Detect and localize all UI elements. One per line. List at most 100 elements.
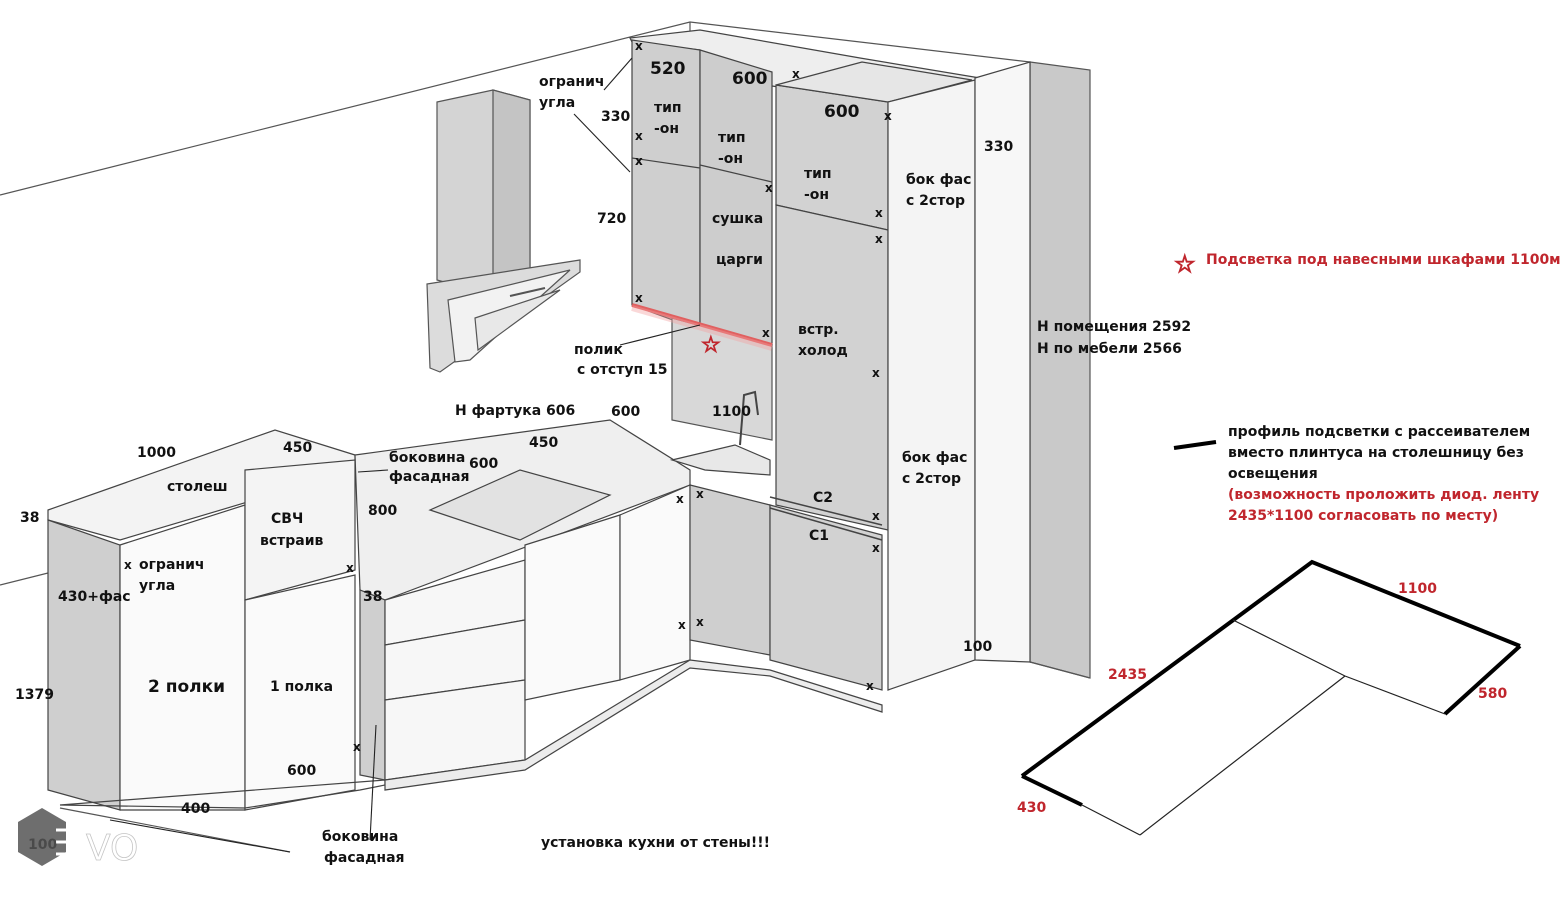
leader-lines <box>109 57 701 853</box>
x-mark: x <box>762 326 770 340</box>
x-mark: x <box>635 291 643 305</box>
x-mark: x <box>676 492 684 506</box>
countertop-and-base <box>47 390 883 811</box>
star-icon: ☆ <box>1174 250 1196 278</box>
label-ogranich-bot-1: огранич <box>139 557 205 573</box>
label-polik-2: с отступ 15 <box>577 362 667 378</box>
cabinet-labels: 520 600 600 330 330 720 тип -он тип -он … <box>15 59 1191 866</box>
backsplash <box>631 303 773 441</box>
label-bokovina-bot-2: фасадная <box>324 850 405 866</box>
label-polka1: 1 полка <box>270 679 333 695</box>
label-bokfas-bot-2: с 2стор <box>902 471 961 487</box>
x-mark: x <box>792 67 800 81</box>
label-d450-b: 450 <box>283 440 312 456</box>
plan-side-430: 430 <box>1017 800 1046 816</box>
label-bokfas-top-2: с 2стор <box>906 193 965 209</box>
label-d600-b: 600 <box>469 456 498 472</box>
label-d600-a: 600 <box>611 404 640 420</box>
label-bokovina-top-1: боковина <box>389 450 465 466</box>
label-svch-2: встраив <box>260 533 324 549</box>
label-w600-top: 600 <box>732 69 768 89</box>
star-icon: ☆ <box>701 333 721 358</box>
watermark-text: VO <box>86 828 138 869</box>
x-mark: x <box>696 487 704 501</box>
x-mark: x <box>635 154 643 168</box>
label-bokfas-top-1: бок фас <box>906 172 971 188</box>
label-d100-right: 100 <box>963 639 992 655</box>
label-h720: 720 <box>597 211 626 227</box>
label-polik-1: полик <box>574 342 623 358</box>
label-h-furniture: Н по мебели 2566 <box>1037 341 1182 357</box>
label-h-fartuka: Н фартука 606 <box>455 403 575 419</box>
label-w520: 520 <box>650 59 686 79</box>
legend: ☆ ☆ Подсветка под навесными шкафами 1100… <box>700 249 1561 524</box>
x-mark: x <box>635 129 643 143</box>
label-vstr-1: встр. <box>798 322 839 338</box>
label-d38-mid: 38 <box>363 589 382 605</box>
x-mark: x <box>678 618 686 632</box>
x-mark: x <box>635 39 643 53</box>
led-strip <box>631 303 773 347</box>
label-ogranich-top-1: огранич <box>539 74 605 90</box>
x-mark: x <box>353 740 361 754</box>
countertop-plan: 2435 1100 580 430 <box>1017 559 1522 836</box>
label-d1100: 1100 <box>712 404 751 420</box>
label-h330-left: 330 <box>601 109 630 125</box>
x-mark: x <box>696 615 704 629</box>
label-h-room: Н помещения 2592 <box>1037 319 1191 335</box>
plan-side-1100: 1100 <box>1398 581 1437 597</box>
profile-text-1: профиль подсветки с рассеивателем <box>1228 424 1530 440</box>
x-marks: x x x x x x x x x x x x x x x x x x x x … <box>124 39 892 754</box>
label-h330-right: 330 <box>984 139 1013 155</box>
label-tip2-b: -он <box>718 151 743 167</box>
profile-text-2: вместо плинтуса на столешницу без <box>1228 445 1524 461</box>
label-c2: С2 <box>813 490 833 506</box>
profile-text-3: освещения <box>1228 466 1318 482</box>
label-d600-c: 600 <box>287 763 316 779</box>
x-mark: x <box>875 232 883 246</box>
x-mark: x <box>884 109 892 123</box>
watermark-logo: VO <box>18 808 139 869</box>
label-vstr-2: холод <box>798 343 848 359</box>
label-w600-right: 600 <box>824 102 860 122</box>
profile-red-2: 2435*1100 согласовать по месту) <box>1228 508 1498 524</box>
label-d400: 400 <box>181 801 210 817</box>
label-polki2: 2 полки <box>148 677 225 697</box>
x-mark: x <box>765 181 773 195</box>
label-bokovina-top-2: фасадная <box>389 469 470 485</box>
label-ogranich-bot-2: угла <box>139 578 175 594</box>
label-sushka: сушка <box>712 211 763 227</box>
label-bokovina-bot-1: боковина <box>322 829 398 845</box>
label-tip3-a: тип <box>804 166 832 182</box>
label-d38-left: 38 <box>20 510 39 526</box>
x-mark: x <box>124 558 132 572</box>
x-mark: x <box>872 509 880 523</box>
led-note: Подсветка под навесными шкафами 1100мм <box>1206 252 1561 268</box>
label-d1000: 1000 <box>137 445 176 461</box>
plan-side-2435: 2435 <box>1108 667 1147 683</box>
x-mark: x <box>346 561 354 575</box>
label-ogranich-top-2: угла <box>539 95 575 111</box>
label-tip3-b: -он <box>804 187 829 203</box>
x-mark: x <box>872 541 880 555</box>
upper-cabinets <box>629 29 1031 691</box>
range-hood <box>426 89 581 373</box>
label-d450-a: 450 <box>529 435 558 451</box>
label-d800: 800 <box>368 503 397 519</box>
label-stolesh: столеш <box>167 479 228 495</box>
profile-red-1: (возможность проложить диод. ленту <box>1228 487 1539 503</box>
label-tip1-b: -он <box>654 121 679 137</box>
label-d430fas: 430+фас <box>58 589 131 605</box>
label-c1: С1 <box>809 528 829 544</box>
x-mark: x <box>866 679 874 693</box>
label-bokfas-bot-1: бок фас <box>902 450 967 466</box>
x-mark: x <box>872 366 880 380</box>
label-tip2-a: тип <box>718 130 746 146</box>
label-d1379: 1379 <box>15 687 54 703</box>
label-install-note: установка кухни от стены!!! <box>541 835 770 851</box>
label-tip1-a: тип <box>654 100 682 116</box>
plan-outline <box>1020 559 1521 778</box>
label-tsargi: царги <box>716 252 763 268</box>
plan-side-580: 580 <box>1478 686 1507 702</box>
